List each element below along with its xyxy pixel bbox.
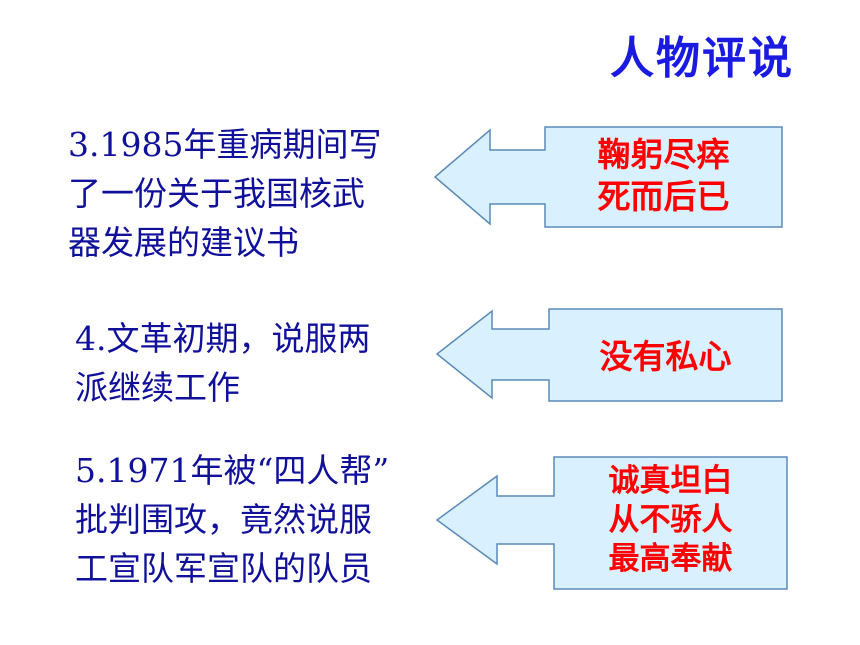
left-arrow-callout-1	[433, 126, 783, 228]
comment-line: 鞠躬尽瘁	[597, 135, 730, 174]
fact-line: 3.1985年重病期间写	[68, 125, 382, 164]
comment-line: 最高奉献	[608, 541, 733, 577]
comment-line: 诚真坦白	[608, 463, 733, 499]
comment-line: 从不骄人	[608, 502, 733, 538]
fact-line: 派继续工作	[75, 368, 240, 407]
fact-line: 工宣队军宣队的队员	[75, 549, 372, 588]
comment-3: 诚真坦白 从不骄人 最高奉献	[554, 462, 787, 579]
comment-line: 死而后已	[597, 177, 730, 216]
comment-1: 鞠躬尽瘁 死而后已	[545, 134, 782, 218]
fact-line: 4.文革初期，说服两	[75, 319, 371, 358]
comment-2: 没有私心	[549, 336, 782, 378]
fact-line: 批判围攻，竟然说服	[75, 500, 372, 539]
fact-text-3: 5.1971年被“四人帮” 批判围攻，竟然说服 工宣队军宣队的队员	[75, 446, 389, 593]
comment-line: 没有私心	[599, 337, 732, 376]
fact-line: 器发展的建议书	[68, 223, 299, 262]
page-title: 人物评说	[610, 33, 794, 84]
left-arrow-callout-3	[435, 456, 788, 590]
fact-line: 了一份关于我国核武	[68, 174, 365, 213]
fact-line: 5.1971年被“四人帮”	[75, 451, 390, 490]
fact-text-2: 4.文革初期，说服两 派继续工作	[75, 314, 371, 412]
fact-text-1: 3.1985年重病期间写 了一份关于我国核武 器发展的建议书	[68, 120, 381, 267]
left-arrow-callout-2	[435, 308, 783, 402]
